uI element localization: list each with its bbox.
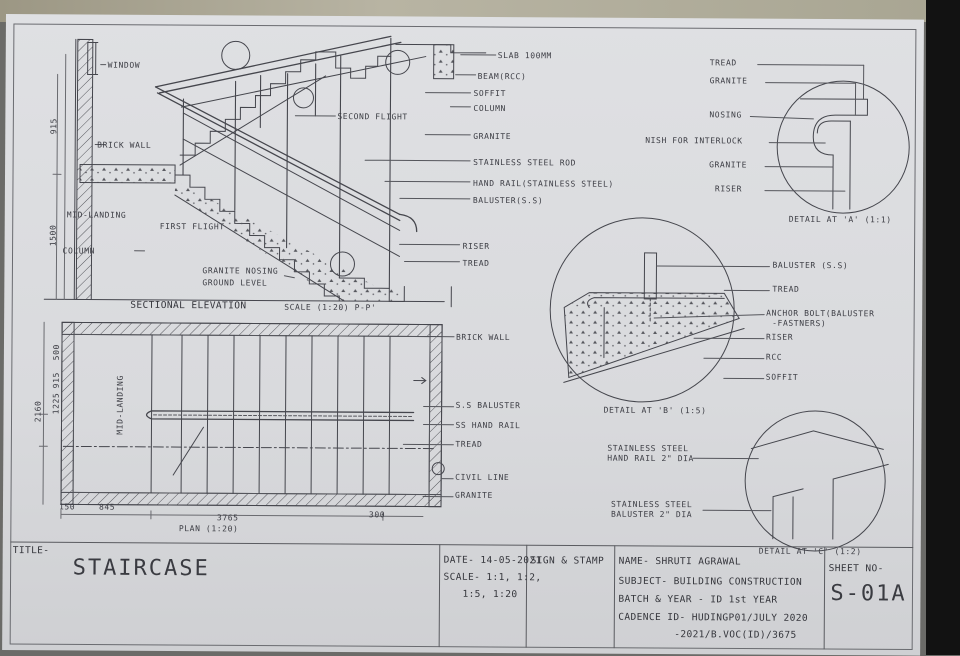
- label-detail-a-nosing: NOSING: [709, 110, 742, 119]
- label-civil-line: CIVIL LINE: [455, 473, 509, 482]
- dim-2160: 2160: [34, 401, 43, 423]
- label-soffit-top: SOFFIT: [473, 89, 506, 98]
- label-detail-b-soffit: SOFFIT: [766, 373, 799, 382]
- label-detail-b-anchor-2: -FASTNERS): [772, 319, 826, 328]
- title-label: TITLE-: [13, 545, 50, 556]
- label-detail-b-title: DETAIL AT 'B' (1:5): [604, 406, 707, 416]
- label-detail-b-baluster: BALUSTER (S.S): [772, 261, 848, 270]
- label-ss-rod: STAINLESS STEEL ROD: [473, 158, 576, 168]
- title-scale-1: SCALE- 1:1, 1:2,: [444, 572, 542, 584]
- label-granite-nosing: GRANITE NOSING: [202, 266, 278, 275]
- title-sheet-no-label: SHEET NO-: [829, 563, 884, 574]
- label-column-left: COLUMN: [63, 246, 96, 255]
- label-ss-baluster-plan: S.S BALUSTER: [456, 401, 521, 410]
- label-granite-mid: GRANITE: [473, 132, 511, 141]
- dim-150: 150: [59, 502, 75, 511]
- label-ss-baluster-1: STAINLESS STEEL: [611, 500, 692, 509]
- title-batch: BATCH & YEAR - ID 1st YEAR: [618, 594, 777, 606]
- label-tread-elevation: TREAD: [462, 259, 489, 268]
- plan-treads: [151, 335, 390, 494]
- label-detail-a-tread: TREAD: [710, 58, 737, 67]
- label-detail-b-anchor: ANCHOR BOLT(BALUSTER: [766, 309, 874, 319]
- title-sheet-no: S-01A: [830, 581, 906, 606]
- label-first-flight: FIRST FLIGHT: [160, 222, 225, 231]
- mid-landing-slab: [80, 164, 175, 183]
- label-brick-wall-elevation: BRICK WALL: [97, 141, 151, 150]
- label-granite-plan: GRANITE: [455, 491, 493, 500]
- title-name: NAME- SHRUTI AGRAWAL: [619, 556, 741, 568]
- dim-500: 500: [52, 344, 61, 360]
- dim-915-plan: 915: [52, 372, 61, 388]
- title-value: STAIRCASE: [73, 555, 210, 581]
- label-detail-a-nish: NISH FOR INTERLOCK: [645, 136, 743, 146]
- label-detail-c-title: DETAIL AT 'C' (1:2): [759, 547, 862, 557]
- callout-circle-a: [222, 41, 250, 69]
- label-tread-plan: TREAD: [455, 440, 482, 449]
- background-dark-edge: [926, 0, 960, 655]
- dim-1225: 1225: [52, 393, 61, 415]
- title-cadence: CADENCE ID- HUDINGP01/JULY 2020: [618, 612, 808, 624]
- dim-3765: 3765: [217, 513, 239, 522]
- label-detail-b-riser: RISER: [766, 333, 793, 342]
- label-ss-hand-rail-2: HAND RAIL 2" DIA: [607, 454, 694, 464]
- title-date: DATE- 14-05-2021: [444, 555, 542, 567]
- label-ss-hand-rail-plan: SS HAND RAIL: [455, 421, 520, 430]
- label-sectional-elevation: SECTIONAL ELEVATION: [130, 300, 246, 312]
- dim-845: 845: [99, 503, 115, 512]
- label-elevation-scale: SCALE (1:20) P-P': [284, 303, 376, 313]
- label-window: WINDOW: [108, 61, 141, 70]
- label-beam: BEAM(RCC): [478, 72, 527, 81]
- label-brick-wall-plan: BRICK WALL: [456, 333, 510, 342]
- title-scale-2: 1:5, 1:20: [462, 589, 517, 600]
- label-plan-title: PLAN (1:20): [179, 524, 239, 533]
- detail-a-circle: [777, 81, 910, 214]
- label-detail-a-granite: GRANITE: [710, 76, 748, 85]
- label-mid-landing-plan: MID-LANDING: [115, 375, 124, 435]
- label-ss-baluster-2: BALUSTER 2" DIA: [611, 510, 692, 519]
- label-mid-landing-elevation: MID-LANDING: [67, 210, 127, 219]
- detail-c: [693, 410, 889, 551]
- label-column-right: COLUMN: [473, 104, 506, 113]
- label-detail-a-riser: RISER: [715, 184, 742, 193]
- label-second-flight: SECOND FLIGHT: [337, 112, 407, 121]
- handrail-second-flight: [156, 35, 391, 88]
- label-detail-a-granite-2: GRANITE: [709, 160, 747, 169]
- plan-drawing: [39, 322, 454, 521]
- label-ss-hand-rail-1: STAINLESS STEEL: [607, 444, 688, 453]
- label-detail-b-rcc: RCC: [766, 353, 782, 362]
- label-riser-elevation: RISER: [463, 242, 490, 251]
- dim-1500-elevation: 1500: [49, 225, 58, 247]
- label-slab: SLAB 100MM: [498, 51, 552, 60]
- detail-a: [750, 65, 910, 214]
- label-hand-rail-elevation: HAND RAIL(STAINLESS STEEL): [473, 179, 614, 189]
- dim-300: 300: [369, 510, 385, 519]
- title-sign-stamp: SIGN & STAMP: [531, 555, 605, 566]
- label-detail-b-tread: TREAD: [772, 285, 799, 294]
- dim-915-elevation: 915: [49, 118, 58, 134]
- detail-b: [550, 217, 770, 402]
- label-baluster-elevation: BALUSTER(S.S): [473, 196, 543, 205]
- title-cadence-2: -2021/B.VOC(ID)/3675: [674, 629, 796, 641]
- drawing-sheet: WINDOW SLAB 100MM BEAM(RCC) SOFFIT COLUM…: [2, 14, 924, 656]
- title-subject: SUBJECT- BUILDING CONSTRUCTION: [619, 576, 803, 588]
- label-ground-level: GROUND LEVEL: [202, 278, 267, 287]
- label-detail-a-title: DETAIL AT 'A' (1:1): [789, 215, 892, 225]
